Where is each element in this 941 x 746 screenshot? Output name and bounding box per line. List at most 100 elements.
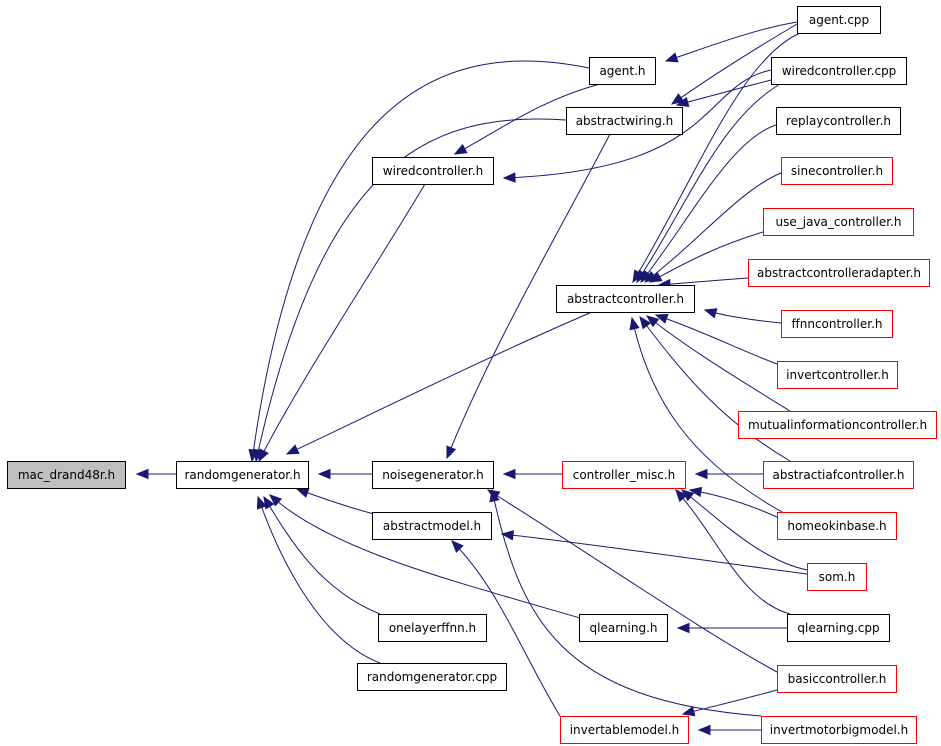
node-box[interactable]: [763, 208, 914, 236]
node-label: sinecontroller.h: [791, 164, 883, 178]
node-rgcpp[interactable]: randomgenerator.cpp: [357, 663, 507, 691]
node-box[interactable]: [781, 310, 893, 338]
node-ffnn[interactable]: ffnncontroller.h: [781, 310, 893, 338]
node-box[interactable]: [560, 716, 689, 744]
edge-basic-to-invmodel: [681, 689, 778, 717]
edge-qlearncpp-to-ctrlmisc: [675, 488, 791, 615]
node-box[interactable]: [566, 107, 683, 135]
node-mutual[interactable]: mutualinformationcontroller.h: [738, 411, 937, 439]
node-absiaf[interactable]: abstractiafcontroller.h: [763, 461, 914, 489]
node-box[interactable]: [771, 57, 907, 85]
edge-invmotor-to-invmodel: [697, 724, 761, 736]
node-box[interactable]: [372, 512, 492, 540]
arrow-head: [256, 495, 267, 510]
node-absctrl[interactable]: abstractcontroller.h: [556, 285, 695, 313]
node-label: mutualinformationcontroller.h: [748, 418, 927, 432]
edge-line: [639, 316, 791, 462]
node-onelayer[interactable]: onelayerffnn.h: [378, 614, 487, 642]
node-label: basiccontroller.h: [788, 672, 887, 686]
edge-mutual-to-absctrl: [645, 315, 791, 412]
node-label: invertablemodel.h: [570, 723, 680, 737]
edge-line: [631, 317, 783, 513]
edge-line: [675, 489, 791, 615]
node-box[interactable]: [763, 461, 914, 489]
node-box[interactable]: [579, 614, 668, 642]
node-box[interactable]: [807, 563, 867, 591]
node-box[interactable]: [776, 107, 901, 135]
node-abswiring[interactable]: abstractwiring.h: [566, 107, 683, 135]
edge-line: [501, 533, 808, 575]
node-ctrlmisc[interactable]: controller_misc.h: [562, 461, 686, 489]
node-qlearncpp[interactable]: qlearning.cpp: [787, 614, 890, 642]
node-mac[interactable]: mac_drand48r.h: [7, 461, 126, 489]
node-som[interactable]: som.h: [807, 563, 867, 591]
node-label: abstractwiring.h: [576, 114, 674, 128]
node-noisegen[interactable]: noisegenerator.h: [372, 461, 494, 489]
node-box[interactable]: [777, 512, 897, 540]
node-box[interactable]: [176, 461, 309, 489]
node-invmodel[interactable]: invertablemodel.h: [560, 716, 689, 744]
node-box[interactable]: [777, 361, 898, 389]
node-label: abstractmodel.h: [383, 519, 481, 533]
edge-line: [689, 489, 778, 518]
node-box[interactable]: [777, 665, 897, 693]
node-invmotor[interactable]: invertmotorbigmodel.h: [761, 716, 917, 744]
node-basic[interactable]: basiccontroller.h: [777, 665, 897, 693]
node-label: homeokinbase.h: [787, 519, 886, 533]
edge-line: [454, 83, 601, 155]
node-qlearn_h[interactable]: qlearning.h: [579, 614, 668, 642]
node-agentcpp[interactable]: agent.cpp: [797, 6, 881, 34]
node-box[interactable]: [372, 461, 494, 489]
node-wiredctrl[interactable]: wiredcontroller.h: [372, 157, 494, 185]
node-box[interactable]: [7, 461, 126, 489]
edge-agent_h-to-wiredctrl: [453, 83, 601, 155]
edge-absmodel-to-rg: [295, 487, 379, 516]
node-invert[interactable]: invertcontroller.h: [777, 361, 898, 389]
edge-line: [503, 69, 772, 179]
edge-wiredcpp-to-abswiring: [675, 79, 772, 108]
arrow-head: [489, 488, 500, 503]
node-box[interactable]: [761, 716, 917, 744]
edge-usejava-to-absctrl: [648, 231, 764, 283]
node-label: abstractcontroller.h: [567, 292, 684, 306]
node-box[interactable]: [556, 285, 695, 313]
node-box[interactable]: [748, 259, 930, 287]
node-box[interactable]: [797, 6, 881, 34]
node-label: noisegenerator.h: [382, 468, 484, 482]
node-label: qlearning.h: [590, 621, 658, 635]
arrow-head: [697, 724, 711, 736]
edge-agent_h-to-rg: [248, 60, 590, 463]
node-replay[interactable]: replaycontroller.h: [776, 107, 901, 135]
node-box[interactable]: [378, 614, 487, 642]
edge-line: [665, 21, 798, 62]
node-label: abstractiafcontroller.h: [773, 468, 905, 482]
node-absmodel[interactable]: abstractmodel.h: [372, 512, 492, 540]
arrow-head: [295, 487, 310, 498]
node-box[interactable]: [372, 157, 494, 185]
arrow-head: [317, 468, 331, 480]
node-label: mac_drand48r.h: [18, 468, 115, 482]
node-box[interactable]: [787, 614, 890, 642]
node-box[interactable]: [738, 411, 937, 439]
node-sine[interactable]: sinecontroller.h: [781, 157, 893, 185]
edge-line: [658, 277, 749, 286]
node-homeo[interactable]: homeokinbase.h: [777, 512, 897, 540]
arrow-head: [446, 445, 457, 460]
node-box[interactable]: [589, 57, 656, 85]
edge-line: [682, 689, 778, 715]
node-wiredcpp[interactable]: wiredcontroller.cpp: [771, 57, 907, 85]
node-absadapter[interactable]: abstractcontrolleradapter.h: [748, 259, 930, 287]
node-box[interactable]: [781, 157, 893, 185]
arrow-head: [269, 494, 283, 507]
node-label: wiredcontroller.cpp: [782, 64, 897, 78]
node-rg[interactable]: randomgenerator.h: [176, 461, 309, 489]
node-box[interactable]: [357, 663, 507, 691]
edge-line: [446, 133, 611, 459]
node-usejava[interactable]: use_java_controller.h: [763, 208, 914, 236]
node-label: som.h: [819, 570, 856, 584]
node-agent_h[interactable]: agent.h: [589, 57, 656, 85]
node-box[interactable]: [562, 461, 686, 489]
edge-som-to-absmodel: [500, 530, 808, 575]
edge-line: [296, 488, 379, 516]
edge-invmotor-to-noisegen: [489, 488, 762, 717]
